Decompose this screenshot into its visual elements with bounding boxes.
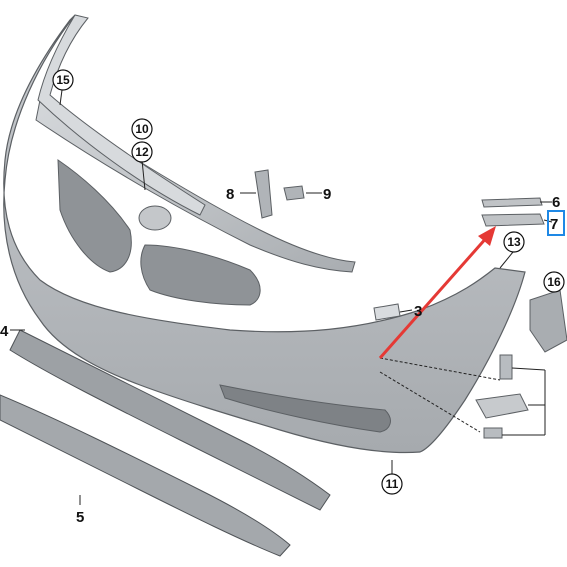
- fog-light-bezel: [475, 393, 529, 419]
- part-7: [481, 213, 545, 227]
- grille-opening-right: [140, 244, 261, 306]
- callout-13: 13: [503, 231, 525, 253]
- callout-12: 12: [131, 141, 153, 163]
- grille-opening-left: [57, 159, 132, 273]
- label-8: 8: [226, 186, 234, 203]
- highlight-box-7: [547, 210, 565, 236]
- reinforcement-strip: [9, 329, 331, 511]
- clip-9: [283, 185, 305, 201]
- callout-12-text: 12: [135, 145, 149, 159]
- small-clip: [483, 427, 503, 439]
- label-3: 3: [414, 303, 422, 320]
- label-6: 6: [552, 194, 560, 211]
- callout-16-text: 16: [547, 275, 561, 289]
- part-6: [481, 197, 543, 208]
- emblem-mount: [138, 205, 172, 231]
- cover-3: [373, 303, 401, 321]
- label-7: 7: [550, 216, 558, 233]
- small-bracket: [499, 354, 513, 380]
- callout-11: 11: [381, 473, 403, 495]
- side-bracket-16: [529, 289, 567, 353]
- callout-10: 10: [131, 118, 153, 140]
- label-9: 9: [323, 186, 331, 203]
- label-5: 5: [76, 509, 84, 526]
- red-arrow: [378, 226, 496, 359]
- upper-support-bar: [35, 99, 356, 273]
- lower-intake: [219, 384, 391, 433]
- callout-16: 16: [543, 271, 565, 293]
- callout-15-text: 15: [56, 73, 70, 87]
- leader-lines: [10, 89, 553, 505]
- label-4: 4: [0, 323, 9, 340]
- callout-11-text: 11: [386, 477, 399, 491]
- lower-deflector: [0, 394, 291, 557]
- callout-13-text: 13: [507, 235, 521, 249]
- bracket-8: [254, 169, 273, 219]
- callout-15: 15: [52, 69, 74, 91]
- callout-10-text: 10: [135, 122, 149, 136]
